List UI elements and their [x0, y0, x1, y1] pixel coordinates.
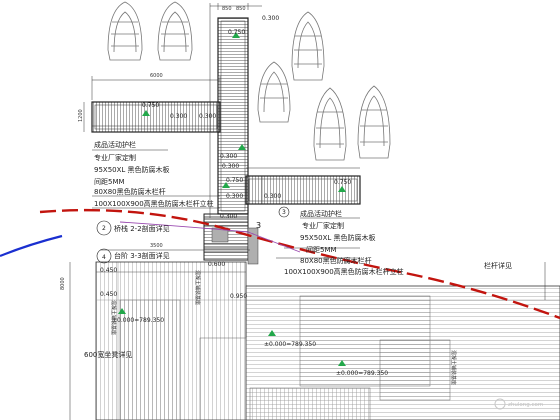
level-marker-icon	[268, 330, 276, 336]
level-0300-top: 0.300	[262, 15, 279, 22]
section-number-right: 3	[256, 221, 261, 230]
section-ref-steps: 台阶 3-3剖面详见	[114, 251, 170, 260]
seat-detail-ref: 600宽坐凳详见	[84, 350, 132, 359]
note-left-2: 专业厂家定制	[94, 153, 136, 162]
deck-base-label-c: 混凝土铺装基座	[450, 350, 457, 385]
leader-lines	[92, 125, 360, 259]
note-right-6: 100X100X900高黑色防腐木栏杆立柱	[284, 267, 404, 276]
level-0750-mid: 0.750	[226, 177, 243, 184]
boat-icon	[291, 11, 325, 81]
note-right-3: 95X50XL 黑色防腐木板	[300, 233, 376, 242]
level-0300-c: 0.300	[220, 153, 237, 160]
dim-top-1: 850	[222, 6, 232, 12]
section-ref-bridge: 桥栈 2-2剖面详见	[114, 224, 170, 233]
level-0300-f: 0.300	[264, 193, 281, 200]
level-0300-d: 0.300	[222, 163, 239, 170]
level-0450-a: 0.450	[100, 267, 117, 274]
section-cut-line	[119, 221, 301, 253]
level-0450-b: 0.450	[100, 291, 117, 298]
watermark: zhulong.com	[494, 398, 543, 410]
note-left-3: 95X50XL 黑色防腐木板	[94, 165, 170, 174]
dim-6000: 6000	[150, 73, 163, 79]
level-datum-3: ±0.000=789.350	[336, 370, 388, 377]
boats	[107, 1, 391, 161]
section-symbols	[96, 206, 290, 264]
level-0750-right: 0.750	[334, 179, 351, 186]
note-right-4: 间距5MM	[306, 246, 337, 254]
dim-3500: 3500	[150, 243, 163, 249]
boat-icon	[313, 87, 347, 161]
watermark-text: zhulong.com	[508, 402, 543, 408]
note-left-1: 成品活动护栏	[94, 140, 136, 149]
note-left-6: 100X100X900高黑色防腐木栏杆立柱	[94, 199, 214, 208]
boat-icon	[107, 1, 143, 61]
note-right-5: 80X80黑色防腐木栏杆	[300, 256, 372, 265]
deck-stair-link	[203, 213, 259, 265]
note-left-4: 间距5MM	[94, 178, 125, 186]
section-num-2: 2	[102, 225, 106, 232]
dim-1200: 1200	[78, 109, 84, 122]
dim-top-2: 850	[236, 6, 246, 12]
level-0750-top: 0.750	[228, 29, 245, 36]
deck-base-label-b: 混凝土铺装基座	[194, 270, 201, 305]
note-right-1: 成品活动护栏	[300, 209, 342, 218]
level-0950: 0.950	[230, 293, 247, 300]
boat-icon	[157, 1, 193, 61]
dim-8000: 8000	[60, 277, 66, 290]
level-marker-icon	[118, 308, 126, 314]
dimension-lines	[69, 3, 546, 420]
railing-detail-ref: 栏杆详见	[484, 261, 512, 270]
note-right-2: 专业厂家定制	[302, 221, 344, 230]
labels: 850 850 0.300 0.750 6000 0.750 0.300 0.3…	[60, 6, 512, 385]
boundary-line	[39, 208, 560, 320]
level-datum-2: ±0.000=789.350	[264, 341, 316, 348]
boat-icon	[257, 61, 291, 123]
watermark-logo-icon	[494, 398, 506, 410]
deck-horizontal-left	[91, 101, 221, 133]
section-num-3: 3	[282, 209, 286, 216]
level-datum-1: ±0.000=789.350	[112, 317, 164, 324]
section-num-4: 4	[102, 254, 106, 261]
level-marker-icon	[338, 186, 346, 192]
level-markers	[118, 32, 346, 366]
level-0300-a: 0.300	[170, 113, 187, 120]
notes-left: 成品活动护栏 专业厂家定制 95X50XL 黑色防腐木板 间距5MM 80X80…	[94, 140, 214, 208]
level-0600: 0.600	[208, 261, 225, 268]
notes-right: 成品活动护栏 专业厂家定制 95X50XL 黑色防腐木板 间距5MM 80X80…	[284, 209, 404, 276]
deck-base-label-a: 混凝土铺装基座	[110, 300, 117, 335]
stair-treads	[204, 217, 248, 253]
level-marker-icon	[232, 32, 240, 38]
water-edge-line	[0, 234, 63, 258]
level-0300-e: 0.300	[226, 193, 243, 200]
deck-vertical	[217, 17, 249, 215]
note-left-5: 80X80黑色防腐木栏杆	[94, 187, 166, 196]
level-marker-icon	[142, 110, 150, 116]
level-0300-g: 0.300	[220, 213, 237, 220]
level-marker-icon	[222, 182, 230, 188]
boat-icon	[357, 85, 391, 159]
level-0300-b: 0.300	[199, 113, 216, 120]
plaza-area	[95, 261, 560, 420]
level-marker-icon	[238, 144, 246, 150]
level-marker-icon	[338, 360, 346, 366]
level-0750-left: 0.750	[142, 102, 159, 109]
